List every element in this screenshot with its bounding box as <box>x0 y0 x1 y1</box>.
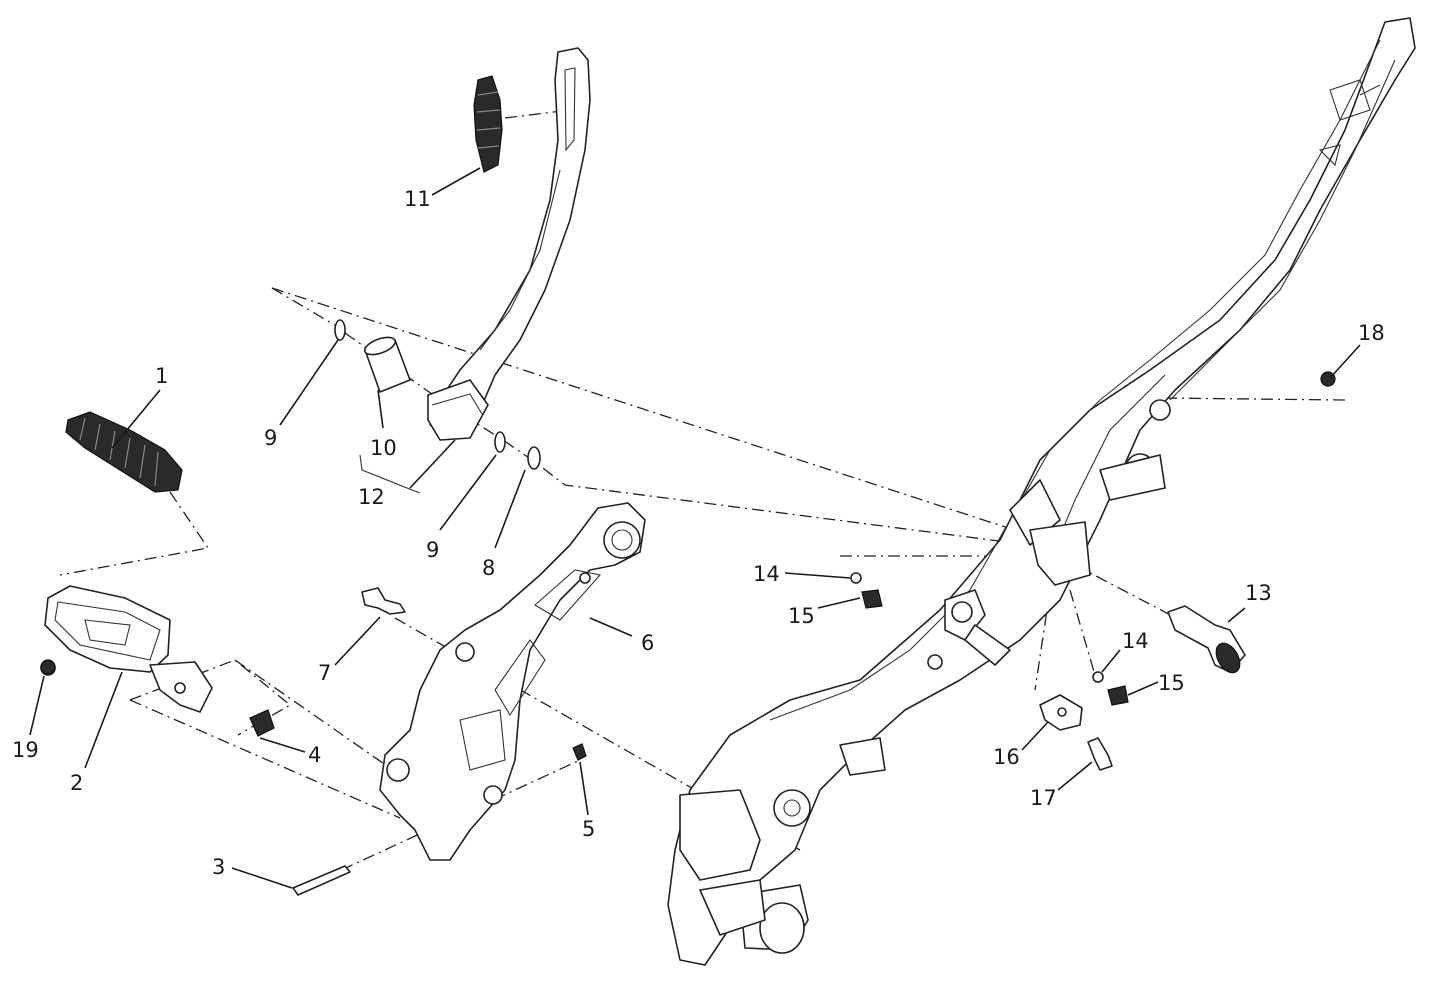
callout-2: 2 <box>70 771 83 795</box>
small-parts <box>40 319 1336 896</box>
callout-17: 17 <box>1030 786 1057 810</box>
rear-subframe <box>667 17 1416 966</box>
callout-10: 10 <box>370 436 397 460</box>
footpeg <box>40 585 213 713</box>
callout-8: 8 <box>482 556 495 580</box>
callout-11: 11 <box>404 187 431 211</box>
callout-5: 5 <box>582 817 595 841</box>
callout-9: 9 <box>264 426 277 450</box>
callout-4: 4 <box>308 743 321 767</box>
leader-lines <box>29 167 1361 889</box>
callout-15: 15 <box>788 604 815 628</box>
callout-9: 9 <box>426 538 439 562</box>
callout-18: 18 <box>1358 321 1385 345</box>
callout-14: 14 <box>1122 629 1149 653</box>
callout-7: 7 <box>318 661 331 685</box>
callout-3: 3 <box>212 855 225 879</box>
callout-14: 14 <box>753 562 780 586</box>
callout-1: 1 <box>155 364 168 388</box>
footpeg-bracket <box>379 502 646 861</box>
callout-12: 12 <box>358 485 385 509</box>
callout-labels: 1 2 3 4 5 6 7 8 9 9 10 11 12 13 14 14 15… <box>12 187 1385 879</box>
footpeg-rubber <box>65 411 183 493</box>
callout-16: 16 <box>993 745 1020 769</box>
callout-6: 6 <box>641 631 654 655</box>
lever-rubber <box>473 75 503 173</box>
callout-19: 19 <box>12 738 39 762</box>
gear-shift-lever <box>427 47 591 441</box>
callout-15: 15 <box>1158 671 1185 695</box>
callout-13: 13 <box>1245 581 1272 605</box>
